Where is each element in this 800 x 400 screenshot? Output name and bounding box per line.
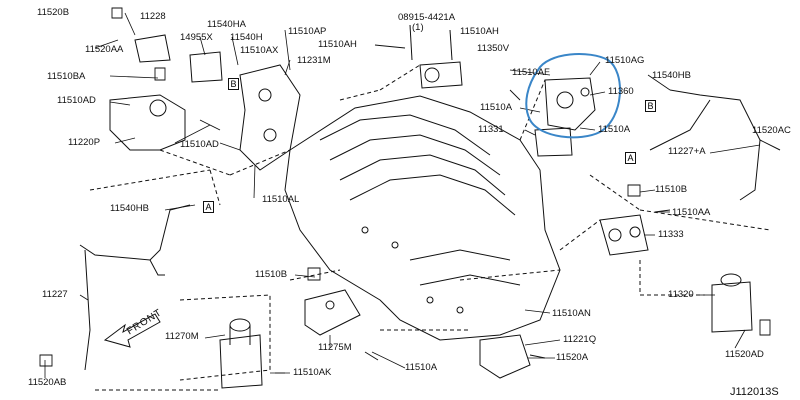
- label-11510ah-a: 11510AH: [318, 39, 357, 50]
- bracket-11220p: [109, 94, 186, 151]
- label-08915-4421a: 08915-4421A: [398, 12, 456, 23]
- harness-11227: [79, 204, 191, 261]
- ref-box-b-right: B: [645, 100, 656, 112]
- label-14955x: 14955X: [180, 32, 213, 43]
- label-11510ak: 11510AK: [293, 367, 332, 378]
- label-11510al: 11510AL: [262, 194, 300, 205]
- highlight-11360: [525, 53, 621, 139]
- bracket-11275m: [304, 289, 361, 336]
- label-11227: 11227: [42, 289, 68, 300]
- mount-11333: [599, 214, 649, 256]
- label-11320: 11320: [668, 289, 694, 300]
- label-11510ah-b: 11510AH: [460, 26, 499, 37]
- ref-box-a-right: A: [625, 152, 636, 164]
- label-11510ap: 11510AP: [288, 26, 327, 37]
- mount-11360: [544, 77, 596, 131]
- label-11520a: 11520A: [556, 352, 589, 363]
- label-11520b: 11520B: [37, 7, 70, 18]
- label-11270m: 11270M: [165, 331, 199, 342]
- label-11510ad-b: 11510AD: [180, 139, 219, 150]
- label-11221q: 11221Q: [563, 334, 597, 345]
- label-11360: 11360: [608, 86, 634, 97]
- label-11510ax: 11510AX: [240, 45, 279, 56]
- label-11510b-a: 11510B: [655, 184, 688, 195]
- engine-block: [284, 95, 561, 341]
- mount-11320: [711, 281, 753, 333]
- label-11540h: 11540H: [230, 32, 263, 43]
- mount-11270m: [219, 334, 263, 389]
- label-11510an: 11510AN: [552, 308, 591, 319]
- label-11540hb-a: 11540HB: [652, 70, 691, 81]
- label-11510ba: 11510BA: [47, 71, 86, 82]
- mount-11350v: [419, 61, 463, 89]
- label-08915-qty: (1): [412, 22, 424, 33]
- label-11510a-b: 11510A: [598, 124, 631, 135]
- label-11510a-c: 11510A: [405, 362, 438, 373]
- label-11520ad: 11520AD: [725, 349, 764, 360]
- label-11331: 11331: [478, 124, 504, 135]
- label-11510b-b: 11510B: [255, 269, 288, 280]
- label-11510ad-a: 11510AD: [57, 95, 96, 106]
- label-11510ag: 11510AG: [605, 55, 645, 66]
- label-11228: 11228: [140, 11, 166, 22]
- label-11540hb-b: 11540HB: [110, 203, 149, 214]
- label-11510af: 11510AF: [512, 67, 550, 78]
- label-11520aa: 11520AA: [85, 44, 124, 55]
- label-11510a-a: 11510A: [480, 102, 513, 113]
- bracket-11510ax: [239, 64, 301, 171]
- label-11333: 11333: [658, 229, 684, 240]
- label-11275m: 11275M: [318, 342, 352, 353]
- ref-box-a-left: A: [203, 201, 214, 213]
- label-11350v: 11350V: [477, 43, 510, 54]
- label-11231m: 11231M: [297, 55, 331, 66]
- label-11510aa: 11510AA: [672, 207, 711, 218]
- label-11220p: 11220P: [68, 137, 101, 148]
- front-arrow: [103, 313, 161, 348]
- label-11520ac: 11520AC: [752, 125, 791, 136]
- harness-11540hb: [669, 89, 761, 201]
- label-11520ab: 11520AB: [28, 377, 67, 388]
- drawing-code: J112013S: [730, 386, 779, 398]
- label-11227a: 11227+A: [668, 146, 706, 157]
- ref-box-b-upper: B: [228, 78, 239, 90]
- label-11540ha: 11540HA: [207, 19, 246, 30]
- bracket-11221q: [479, 334, 531, 379]
